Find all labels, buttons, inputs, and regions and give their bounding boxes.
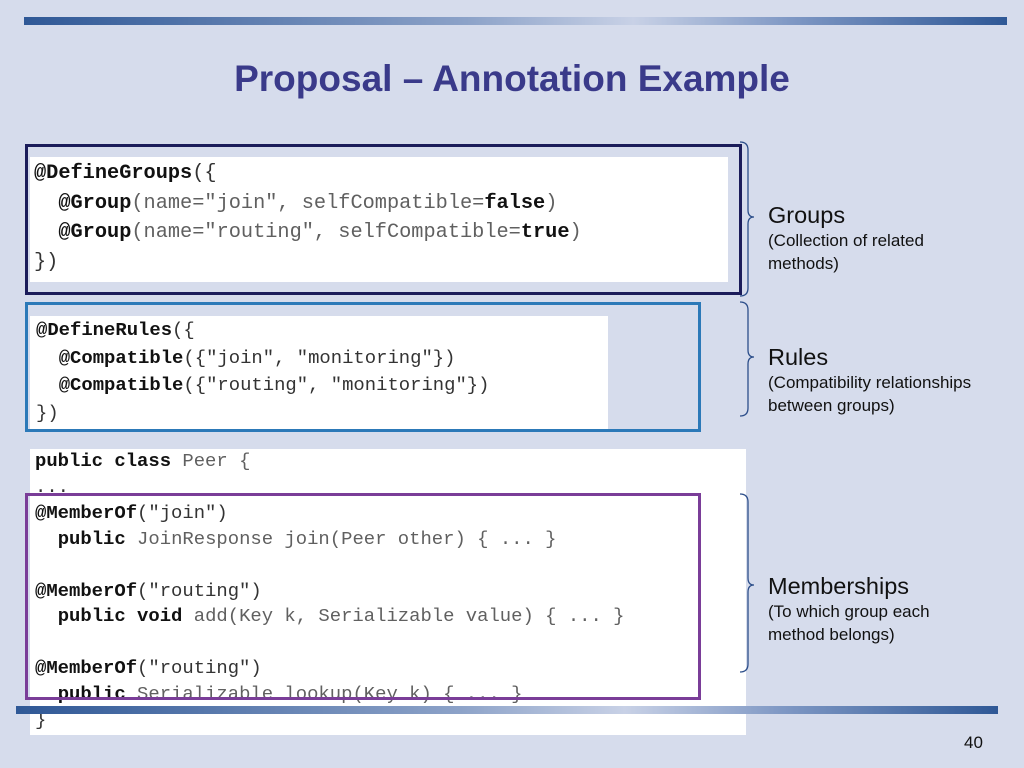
groups-code-panel: @DefineGroups({ @Group(name="join", self… bbox=[30, 157, 728, 282]
rules-code-panel: @DefineRules({ @Compatible({"join", "mon… bbox=[30, 316, 608, 429]
code-token: @MemberOf bbox=[35, 579, 138, 602]
code-token: add(Key k, Serializable value) { ... } bbox=[182, 605, 625, 628]
code-token: false bbox=[484, 191, 546, 215]
memberships-label-desc-2: method belongs) bbox=[768, 625, 895, 644]
code-token: }) bbox=[36, 401, 59, 424]
top-rule bbox=[24, 17, 1007, 25]
rules-label: Rules (Compatibility relationships betwe… bbox=[768, 343, 971, 417]
code-token: true bbox=[520, 221, 570, 244]
code-token: @DefineRules bbox=[36, 319, 173, 341]
rules-frame bbox=[25, 302, 701, 432]
rules-label-desc-1: (Compatibility relationships bbox=[768, 373, 972, 392]
memberships-label-desc-1: (To which group each bbox=[768, 602, 930, 621]
rules-label-heading: Rules bbox=[768, 344, 829, 370]
groups-frame bbox=[25, 144, 742, 295]
page-number: 40 bbox=[964, 733, 983, 752]
rules-bracket bbox=[739, 301, 755, 417]
code-token: public bbox=[57, 527, 126, 550]
groups-code: @DefineGroups({ @Group(name="join", self… bbox=[30, 157, 728, 277]
code-token: }) bbox=[34, 250, 59, 274]
rules-code: @DefineRules({ @Compatible({"join", "mon… bbox=[30, 316, 608, 427]
code-token: @Group bbox=[58, 191, 132, 215]
code-token: ) bbox=[545, 191, 558, 215]
bottom-rule bbox=[16, 706, 998, 714]
code-token: @MemberOf bbox=[35, 657, 138, 680]
code-token: } bbox=[35, 709, 47, 732]
code-token: ... bbox=[35, 475, 70, 498]
peer-code: public class Peer { ... @MemberOf("join"… bbox=[30, 449, 746, 734]
code-token: @Compatible bbox=[58, 346, 184, 369]
memberships-frame bbox=[25, 493, 701, 700]
code-token: ("routing") bbox=[137, 657, 262, 680]
code-token: public class bbox=[35, 450, 172, 472]
code-token: @Group bbox=[58, 221, 132, 244]
groups-bracket bbox=[739, 141, 755, 297]
code-token: ({ bbox=[192, 162, 217, 185]
code-token: ) bbox=[569, 221, 582, 244]
rules-label-desc-2: between groups) bbox=[768, 396, 895, 415]
slide-title: Proposal – Annotation Example bbox=[234, 58, 790, 99]
code-token: (name="routing", selfCompatible= bbox=[131, 221, 521, 244]
groups-label-heading: Groups bbox=[768, 202, 846, 228]
groups-label: Groups (Collection of related methods) bbox=[768, 201, 924, 275]
code-token: (name="join", selfCompatible= bbox=[131, 191, 485, 215]
code-token: @DefineGroups bbox=[34, 162, 193, 185]
memberships-label: Memberships (To which group each method … bbox=[768, 572, 930, 646]
memberships-bracket bbox=[739, 493, 755, 673]
code-token: public void bbox=[57, 605, 183, 628]
code-token: ({"routing", "monitoring"}) bbox=[183, 374, 490, 396]
code-token: ({"join", "monitoring"}) bbox=[183, 346, 456, 369]
groups-label-desc-2: methods) bbox=[768, 254, 839, 273]
code-token: Peer { bbox=[171, 450, 251, 472]
peer-code-panel: public class Peer { ... @MemberOf("join"… bbox=[30, 449, 746, 735]
code-token: JoinResponse join(Peer other) { ... } bbox=[125, 527, 557, 550]
code-token: @MemberOf bbox=[35, 501, 138, 524]
code-token: ("routing") bbox=[137, 579, 262, 602]
code-token: ("join") bbox=[137, 501, 228, 524]
memberships-label-heading: Memberships bbox=[768, 573, 910, 599]
code-token: @Compatible bbox=[58, 374, 184, 396]
code-token: ({ bbox=[172, 319, 195, 341]
groups-label-desc-1: (Collection of related bbox=[768, 231, 924, 250]
